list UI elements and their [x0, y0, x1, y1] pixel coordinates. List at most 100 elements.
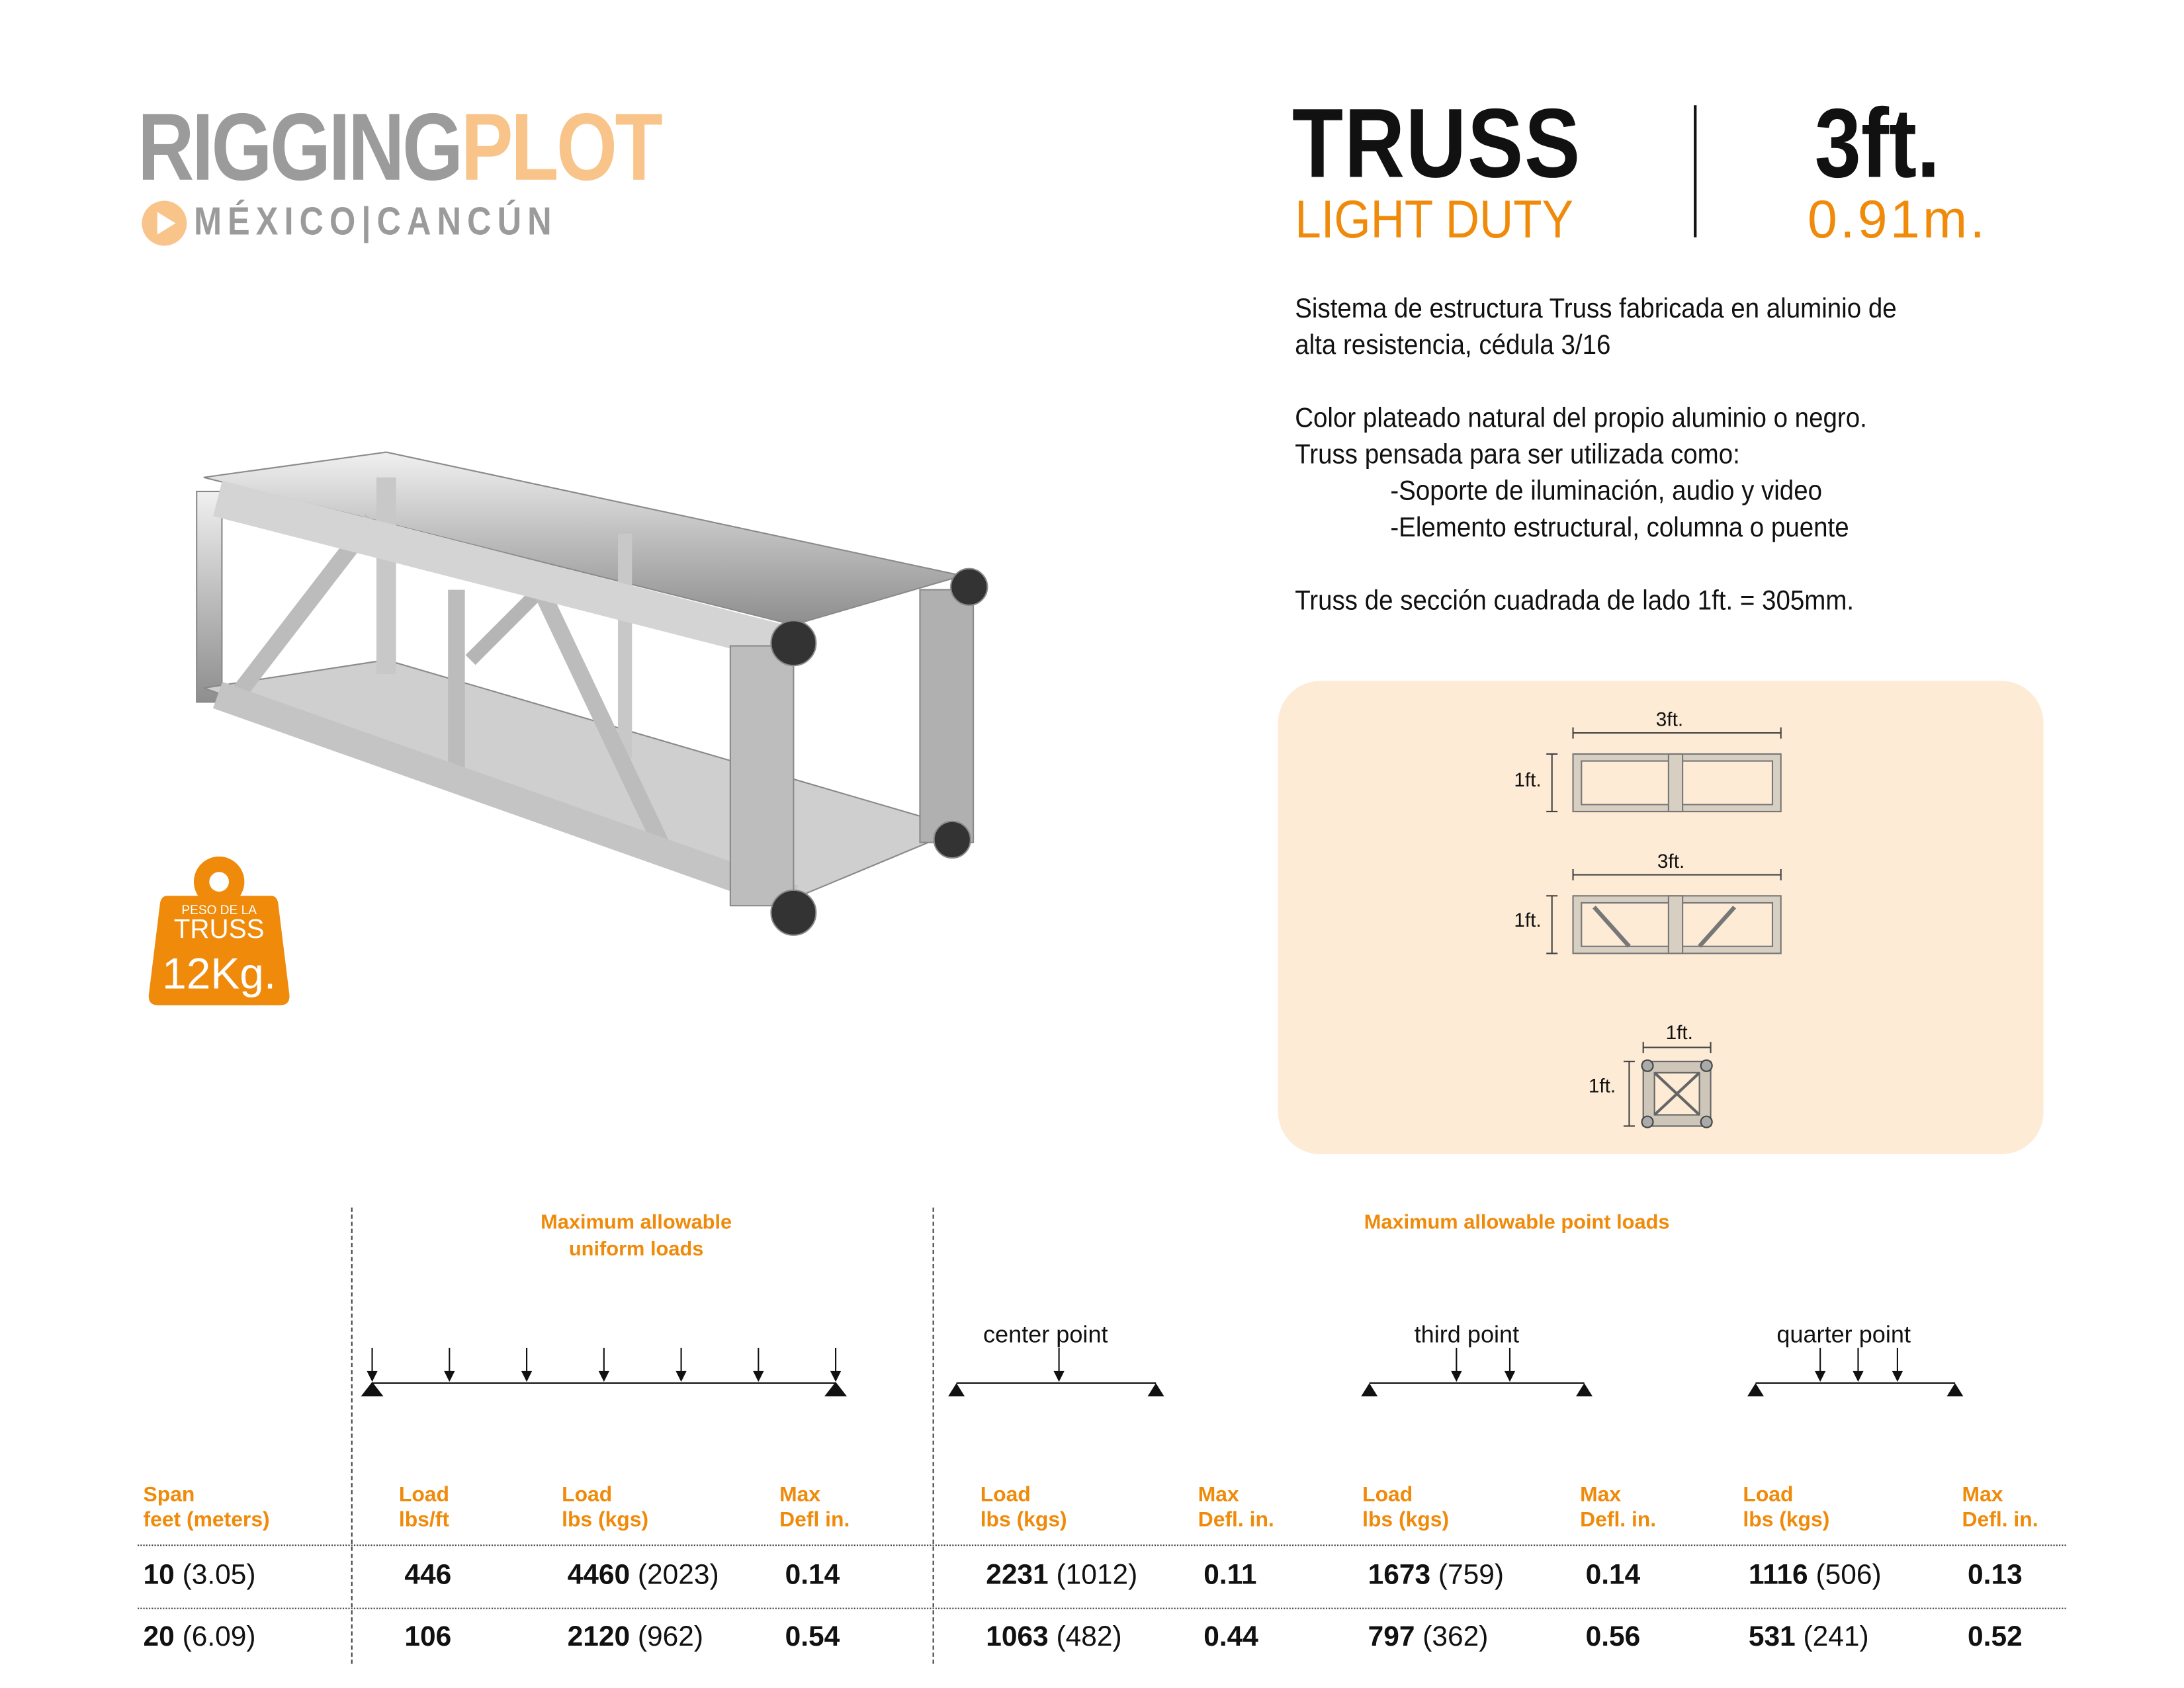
header-line: lbs (kgs) [1362, 1507, 1450, 1532]
cell-metric: (482) [1056, 1621, 1122, 1653]
header-line: Load [398, 1482, 449, 1507]
uniform-title-line: uniform loads [568, 1238, 704, 1261]
table-cell: 0.11 [1203, 1560, 1256, 1592]
weight-value: 12Kg. [162, 949, 277, 999]
desc-list-item: -Soporte de iluminación, audio y video [1390, 476, 1823, 507]
weight-icon [148, 856, 290, 1005]
product-title: TRUSS [1291, 88, 1582, 198]
header-line: Max [1580, 1482, 1622, 1507]
cell-metric: (506) [1815, 1560, 1882, 1591]
table-cell: 1673 (759) [1368, 1560, 1504, 1592]
cell-metric: (962) [637, 1621, 704, 1653]
cell-metric: (2023) [637, 1560, 719, 1591]
dim-top-height: 1ft. [1514, 768, 1542, 791]
desc-line: Sistema de estructura Truss fabricada en… [1295, 293, 1897, 325]
uniform-title-line: Maximum allowable [541, 1211, 732, 1234]
table-cell: 1116 (506) [1749, 1560, 1882, 1592]
table-cell: 531 (241) [1749, 1622, 1869, 1654]
desc-line: Color plateado natural del propio alumin… [1295, 403, 1867, 434]
weight-badge: PESO DE LA TRUSS 12Kg. [148, 856, 291, 1005]
table-cell: 0.56 [1586, 1622, 1641, 1654]
cell-value: 106 [404, 1621, 452, 1653]
header-line: Defl. in. [1580, 1507, 1657, 1532]
load-arrow-icon [367, 1347, 378, 1382]
logo-plot: PLOT [460, 94, 663, 201]
uniform-load-diagram [361, 1382, 848, 1397]
cell-value: 4460 [567, 1560, 631, 1591]
cell-value: 0.54 [785, 1621, 840, 1653]
cell-value: 1673 [1368, 1560, 1431, 1591]
logo-rigging: RIGGING [138, 94, 463, 201]
table-cell: 10 (3.05) [144, 1560, 256, 1592]
cell-value: 531 [1748, 1621, 1796, 1653]
header-line: Load [1743, 1482, 1794, 1507]
header-line: Defl. in. [1962, 1507, 2038, 1532]
third-point-diagram [1361, 1382, 1593, 1397]
cell-value: 2120 [567, 1621, 631, 1653]
cell-value: 0.56 [1585, 1621, 1641, 1653]
cell-value: 0.52 [1968, 1621, 2023, 1653]
cell-value: 0.13 [1968, 1560, 2023, 1591]
load-arrow-icon [676, 1347, 687, 1382]
table-cell: 446 [404, 1560, 451, 1592]
cell-metric: (6.09) [182, 1621, 256, 1653]
load-arrow-icon [1451, 1347, 1462, 1382]
header-line: Max [1198, 1482, 1239, 1507]
column-divider [351, 1207, 353, 1664]
table-cell: 2231 (1012) [986, 1560, 1137, 1592]
table-cell: 2120 (962) [568, 1622, 703, 1654]
uniform-loads-title: Maximum allowable uniform loads [464, 1210, 809, 1264]
table-cell: 0.13 [1968, 1560, 2023, 1592]
table-cell: 106 [404, 1622, 451, 1654]
row-divider [138, 1544, 2066, 1546]
dimension-diagrams [1546, 727, 1782, 1128]
quarter-point-label: quarter point [1776, 1321, 1911, 1348]
cell-value: 446 [404, 1560, 452, 1591]
load-arrow-icon [830, 1347, 842, 1382]
weight-label: TRUSS [173, 915, 265, 945]
length-m: 0.91m. [1808, 190, 1988, 250]
header-line: lbs (kgs) [562, 1507, 649, 1532]
dim-section-width: 1ft. [1665, 1021, 1693, 1044]
logo-location: MÉXICO|CANCÚN [193, 199, 558, 243]
length-ft: 3ft. [1814, 88, 1941, 198]
product-subtitle: LIGHT DUTY [1295, 190, 1573, 250]
table-cell: 0.52 [1968, 1622, 2023, 1654]
third-point-label: third point [1414, 1321, 1520, 1348]
cell-value: 2231 [986, 1560, 1049, 1591]
table-cell: 0.44 [1203, 1622, 1258, 1654]
table-cell: 797 (362) [1368, 1622, 1489, 1654]
desc-list-item: -Elemento estructural, columna o puente [1390, 512, 1849, 544]
header-line: Defl. in. [1198, 1507, 1274, 1532]
cell-value: 0.11 [1203, 1560, 1257, 1591]
table-cell: 4460 (2023) [568, 1560, 719, 1592]
header-divider [1694, 105, 1697, 237]
center-point-label: center point [983, 1321, 1108, 1348]
cell-metric: (362) [1422, 1621, 1489, 1653]
weight-small-label: PESO DE LA [181, 902, 257, 917]
load-diagrams [361, 1347, 1964, 1397]
table-cell: 20 (6.09) [144, 1622, 256, 1654]
desc-line: alta resistencia, cédula 3/16 [1295, 329, 1611, 361]
cell-value: 797 [1368, 1621, 1415, 1653]
header-line: Span [143, 1482, 195, 1507]
table-cell: 0.14 [785, 1560, 840, 1592]
header-line: Max [779, 1482, 821, 1507]
header-line: lbs/ft [398, 1507, 449, 1532]
header-line: lbs (kgs) [980, 1507, 1067, 1532]
load-arrow-icon [1853, 1347, 1864, 1382]
load-arrow-icon [598, 1347, 609, 1382]
brand-logo: RIGGINGPLOT [138, 93, 663, 202]
cell-metric: (1012) [1056, 1560, 1138, 1591]
header-line: Load [1362, 1482, 1413, 1507]
quarter-point-diagram [1747, 1382, 1964, 1397]
